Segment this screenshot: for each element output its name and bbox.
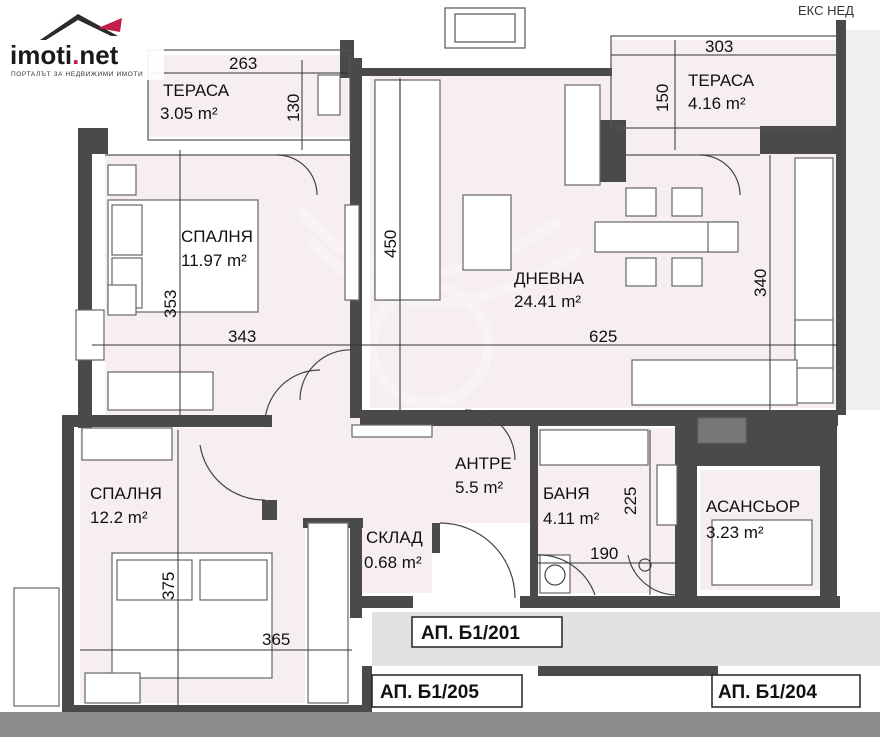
tag-ap201-box — [411, 616, 563, 648]
bath-area: 4.11 m² — [543, 509, 600, 528]
dim-bedroom-bottom-height: 375 — [159, 572, 178, 600]
brand-tagline: ПОРТАЛЪТ ЗА НЕДВИЖИМИ ИМОТИ — [11, 71, 143, 78]
dim-terrace-right-height: 150 — [653, 84, 672, 112]
tag-ap204: АП. Б1/204 — [718, 682, 817, 703]
storage-name: СКЛАД — [366, 528, 423, 547]
dim-living-height: 340 — [751, 269, 770, 297]
dim-living-wall: 450 — [381, 230, 400, 258]
terrace-right-name: ТЕРАСА — [688, 71, 755, 90]
hall-area: 5.5 m² — [455, 478, 504, 497]
living-area: 24.41 m² — [514, 292, 581, 311]
tag-ap201: АП. Б1/201 — [421, 623, 520, 644]
corner-label: ЕКС НЕД — [798, 3, 854, 18]
terrace-left-name: ТЕРАСА — [163, 81, 230, 100]
dimension-lines — [80, 40, 838, 705]
dim-bath-height: 225 — [621, 487, 640, 515]
tag-ap204-box — [711, 674, 861, 708]
bedroom-top-area: 11.97 m² — [181, 251, 247, 270]
elevator-name: АСАНСЬОР — [706, 497, 800, 516]
apartment-tags: АП. Б1/201 АП. Б1/205 АП. Б1/204 — [371, 616, 861, 708]
hall-name: АНТРЕ — [455, 454, 512, 473]
dim-bedroom-bottom-width: 365 — [262, 630, 290, 649]
dim-bath-width: 190 — [590, 544, 618, 563]
bedroom-bottom-area: 12.2 m² — [90, 508, 148, 527]
furniture — [13, 74, 834, 707]
tag-ap205-box — [371, 674, 523, 708]
brand-name: imoti.net — [10, 40, 119, 70]
bath-name: БАНЯ — [543, 484, 590, 503]
brand-logo: imoti.net ПОРТАЛЪТ ЗА НЕДВИЖИМИ ИМОТИ — [4, 12, 164, 80]
dimension-labels: 263 303 130 150 353 450 340 343 625 225 … — [159, 37, 770, 649]
dim-bedroom-top-height: 353 — [161, 290, 180, 318]
living-name: ДНЕВНА — [514, 269, 585, 288]
room-labels: ТЕРАСА 3.05 m² ТЕРАСА 4.16 m² СПАЛНЯ 11.… — [90, 71, 800, 572]
dim-terrace-left-height: 130 — [284, 94, 303, 122]
dim-terrace-left-width: 263 — [229, 54, 257, 73]
dim-bedroom-top-width: 343 — [228, 327, 256, 346]
dim-terrace-right-width: 303 — [705, 37, 733, 56]
tag-ap205: АП. Б1/205 — [380, 682, 479, 703]
door-swings — [199, 154, 741, 599]
elevator-area: 3.23 m² — [706, 523, 764, 542]
thin-lines — [105, 7, 838, 156]
terrace-left-area: 3.05 m² — [160, 104, 218, 123]
walls — [0, 20, 880, 737]
storage-area: 0.68 m² — [364, 553, 422, 572]
bedroom-top-name: СПАЛНЯ — [181, 227, 253, 246]
bedroom-bottom-name: СПАЛНЯ — [90, 484, 162, 503]
house-roof-icon — [40, 14, 118, 40]
dim-living-width: 625 — [589, 327, 617, 346]
terrace-right-area: 4.16 m² — [688, 94, 746, 113]
